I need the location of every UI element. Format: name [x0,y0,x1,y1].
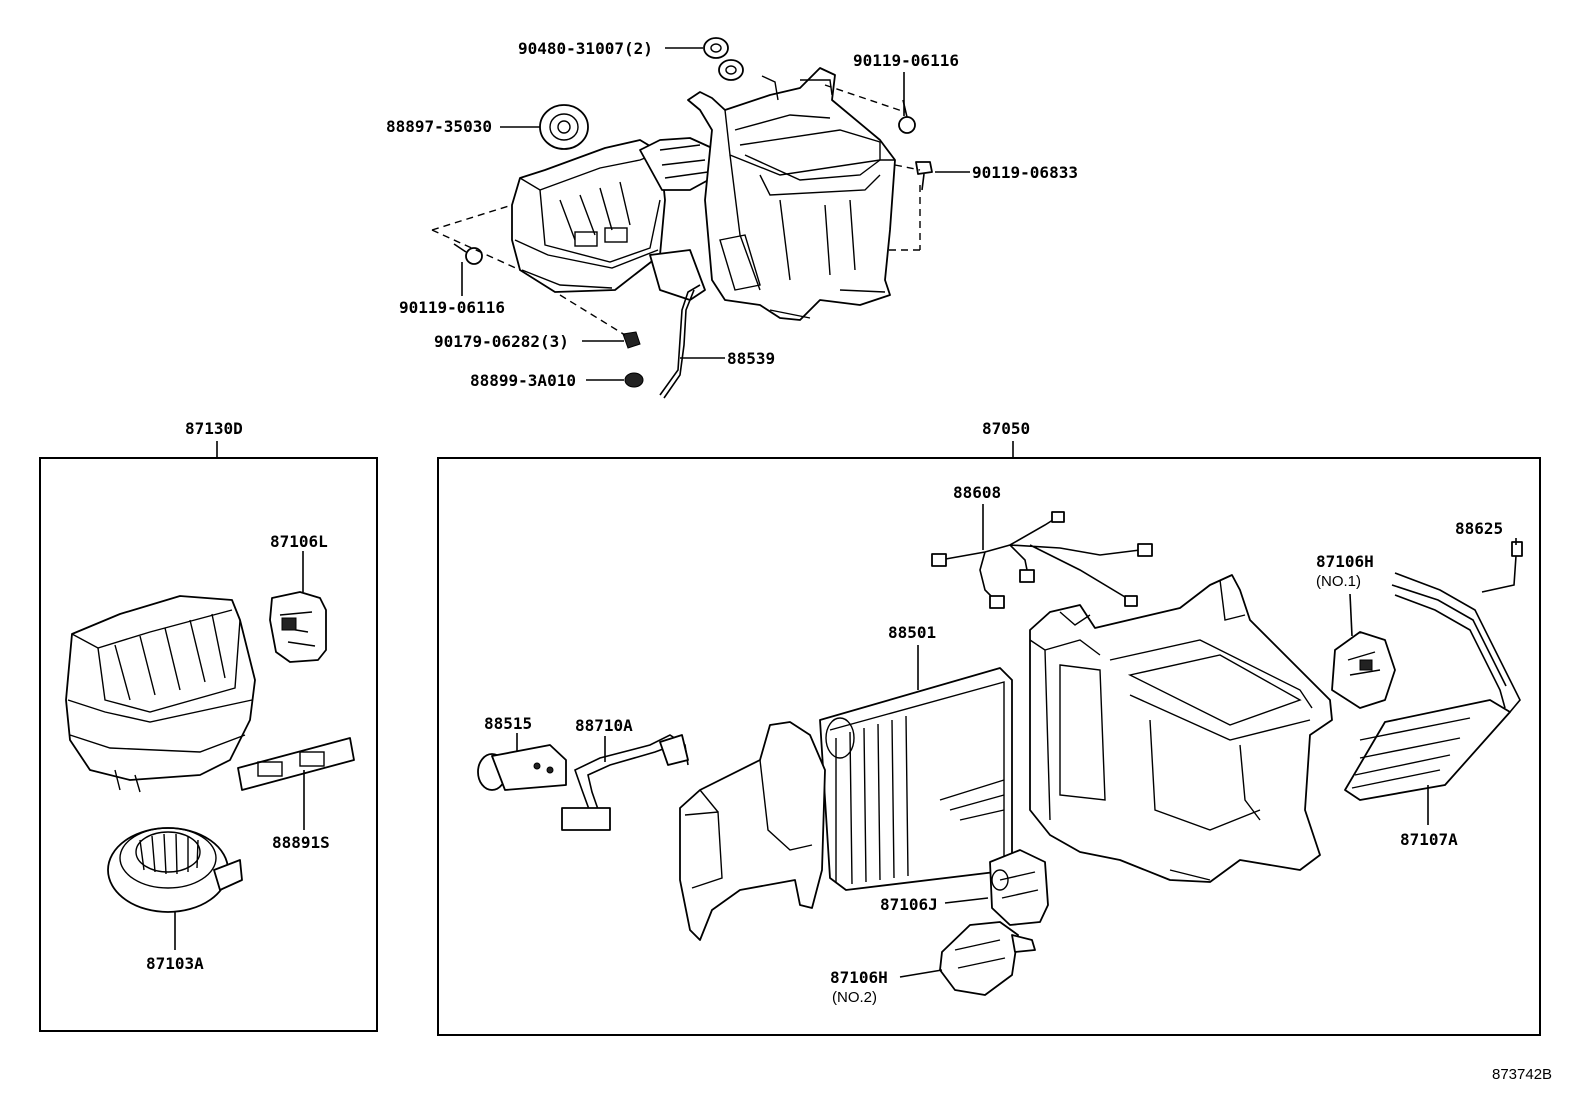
top-assembly: 90480-31007(2) 90119-06116 88897-35030 9… [386,37,1078,399]
label-88501: 88501 [888,623,936,642]
heater-core-87107a-drawing [1344,572,1521,801]
group-box-87130d [39,457,378,1032]
main-case-drawing [1029,574,1333,883]
servo-87106l-drawing [269,591,327,663]
label-90480-31007: 90480-31007(2) [518,39,653,58]
screw-90119-c-drawing [453,243,483,265]
label-87107a: 87107A [1400,830,1458,849]
servo-87106j-drawing [989,849,1049,926]
label-90179-06282: 90179-06282(3) [434,332,569,351]
wire-harness-88608-drawing [931,511,1153,609]
grommet-90480-drawing [703,37,744,81]
right-group-87050: 87050 88608 88625 87106H (N [437,419,1541,1036]
label-88891s: 88891S [272,833,330,852]
label-87103a: 87103A [146,954,204,973]
label-87106h-no2: 87106H [830,968,888,987]
label-88608: 88608 [953,483,1001,502]
bolt-90119-b-drawing [915,161,933,191]
grommet-88899-drawing [624,372,644,388]
label-87106l: 87106L [270,532,328,551]
servo-87106h-no2-drawing [939,921,1036,996]
left-group-87130d: 87130D 87106L 88891S [39,419,378,1032]
group-title-87130d: 87130D [185,419,243,438]
group-box-87050 [437,457,1541,1036]
bracket-88891s-drawing [237,737,355,791]
top-duct-drawing [639,137,713,301]
label-88515: 88515 [484,714,532,733]
clip-90179-drawing [622,331,641,349]
label-90119-06116-a: 90119-06116 [853,51,959,70]
label-88710a: 88710A [575,716,633,735]
diagram-reference-id: 873742B [1492,1066,1552,1083]
pipe-88710a-drawing [561,734,689,831]
label-88539: 88539 [727,349,775,368]
label-90119-06833: 90119-06833 [972,163,1078,182]
label-90119-06116-b: 90119-06116 [399,298,505,317]
label-87106h-no1-sub: (NO.1) [1316,573,1361,590]
top-blower-housing-drawing [511,139,666,293]
pipe-88539-drawing [659,284,701,399]
top-unit-case-drawing [687,67,896,321]
screw-90119-a-drawing [898,99,916,134]
fan-motor-87103a-drawing [107,827,243,913]
evaporator-88501-drawing [819,667,1013,891]
label-87106h-no1: 87106H [1316,552,1374,571]
label-88897-35030: 88897-35030 [386,117,492,136]
label-88625: 88625 [1455,519,1503,538]
servo-87106h-no1-drawing [1331,631,1396,709]
valve-88515-drawing [477,744,567,791]
seal-88897-drawing [539,104,589,150]
label-87106j: 87106J [880,895,938,914]
label-88899-3a010: 88899-3A010 [470,371,576,390]
label-87106h-no2-sub: (NO.2) [832,989,877,1006]
case-half-drawing [679,721,826,941]
blower-housing-87130-drawing [65,595,256,793]
group-title-87050: 87050 [982,419,1030,438]
sensor-88625-drawing [1481,541,1523,593]
